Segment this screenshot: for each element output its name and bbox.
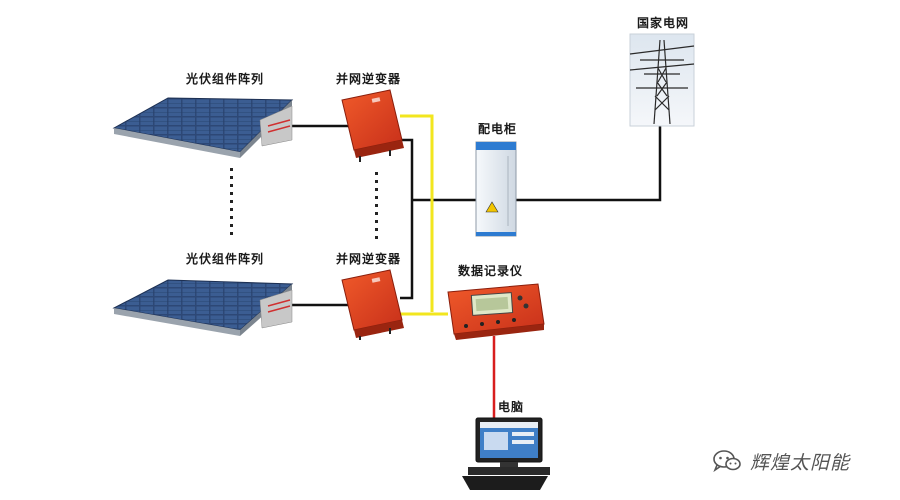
- power-wiring: [284, 124, 662, 307]
- watermark: 辉煌太阳能: [712, 446, 850, 476]
- inverter-bottom: [341, 269, 404, 340]
- inverter-ellipsis-dots: [375, 172, 378, 239]
- wire-inverter-bottom-out: [400, 200, 414, 300]
- watermark-text: 辉煌太阳能: [750, 451, 851, 474]
- wechat-icon: [713, 450, 741, 473]
- inverter-top: [341, 89, 404, 162]
- yellow-bus-top: [400, 114, 434, 312]
- data-bus: [400, 114, 448, 316]
- wire-cabinet-to-grid: [516, 126, 662, 202]
- pv-array-top: [112, 97, 294, 158]
- computer-graphic: [462, 417, 550, 490]
- label-computer: 电脑: [498, 400, 525, 414]
- distribution-cabinet-graphic: [475, 141, 517, 237]
- label-pv-array-top: 光伏组件阵列: [186, 72, 265, 86]
- label-inverter-bottom: 并网逆变器: [336, 252, 402, 266]
- label-distribution-cabinet: 配电柜: [478, 122, 518, 136]
- label-national-grid: 国家电网: [637, 16, 690, 30]
- data-logger-graphic: [447, 283, 545, 340]
- pv-array-bottom: [112, 279, 294, 336]
- national-grid-graphic: [629, 33, 695, 127]
- label-data-logger: 数据记录仪: [458, 264, 524, 278]
- wire-inverter-top-out: [400, 138, 414, 200]
- label-inverter-top: 并网逆变器: [336, 72, 402, 86]
- label-pv-array-bottom: 光伏组件阵列: [186, 252, 265, 266]
- array-ellipsis-dots: [230, 168, 233, 235]
